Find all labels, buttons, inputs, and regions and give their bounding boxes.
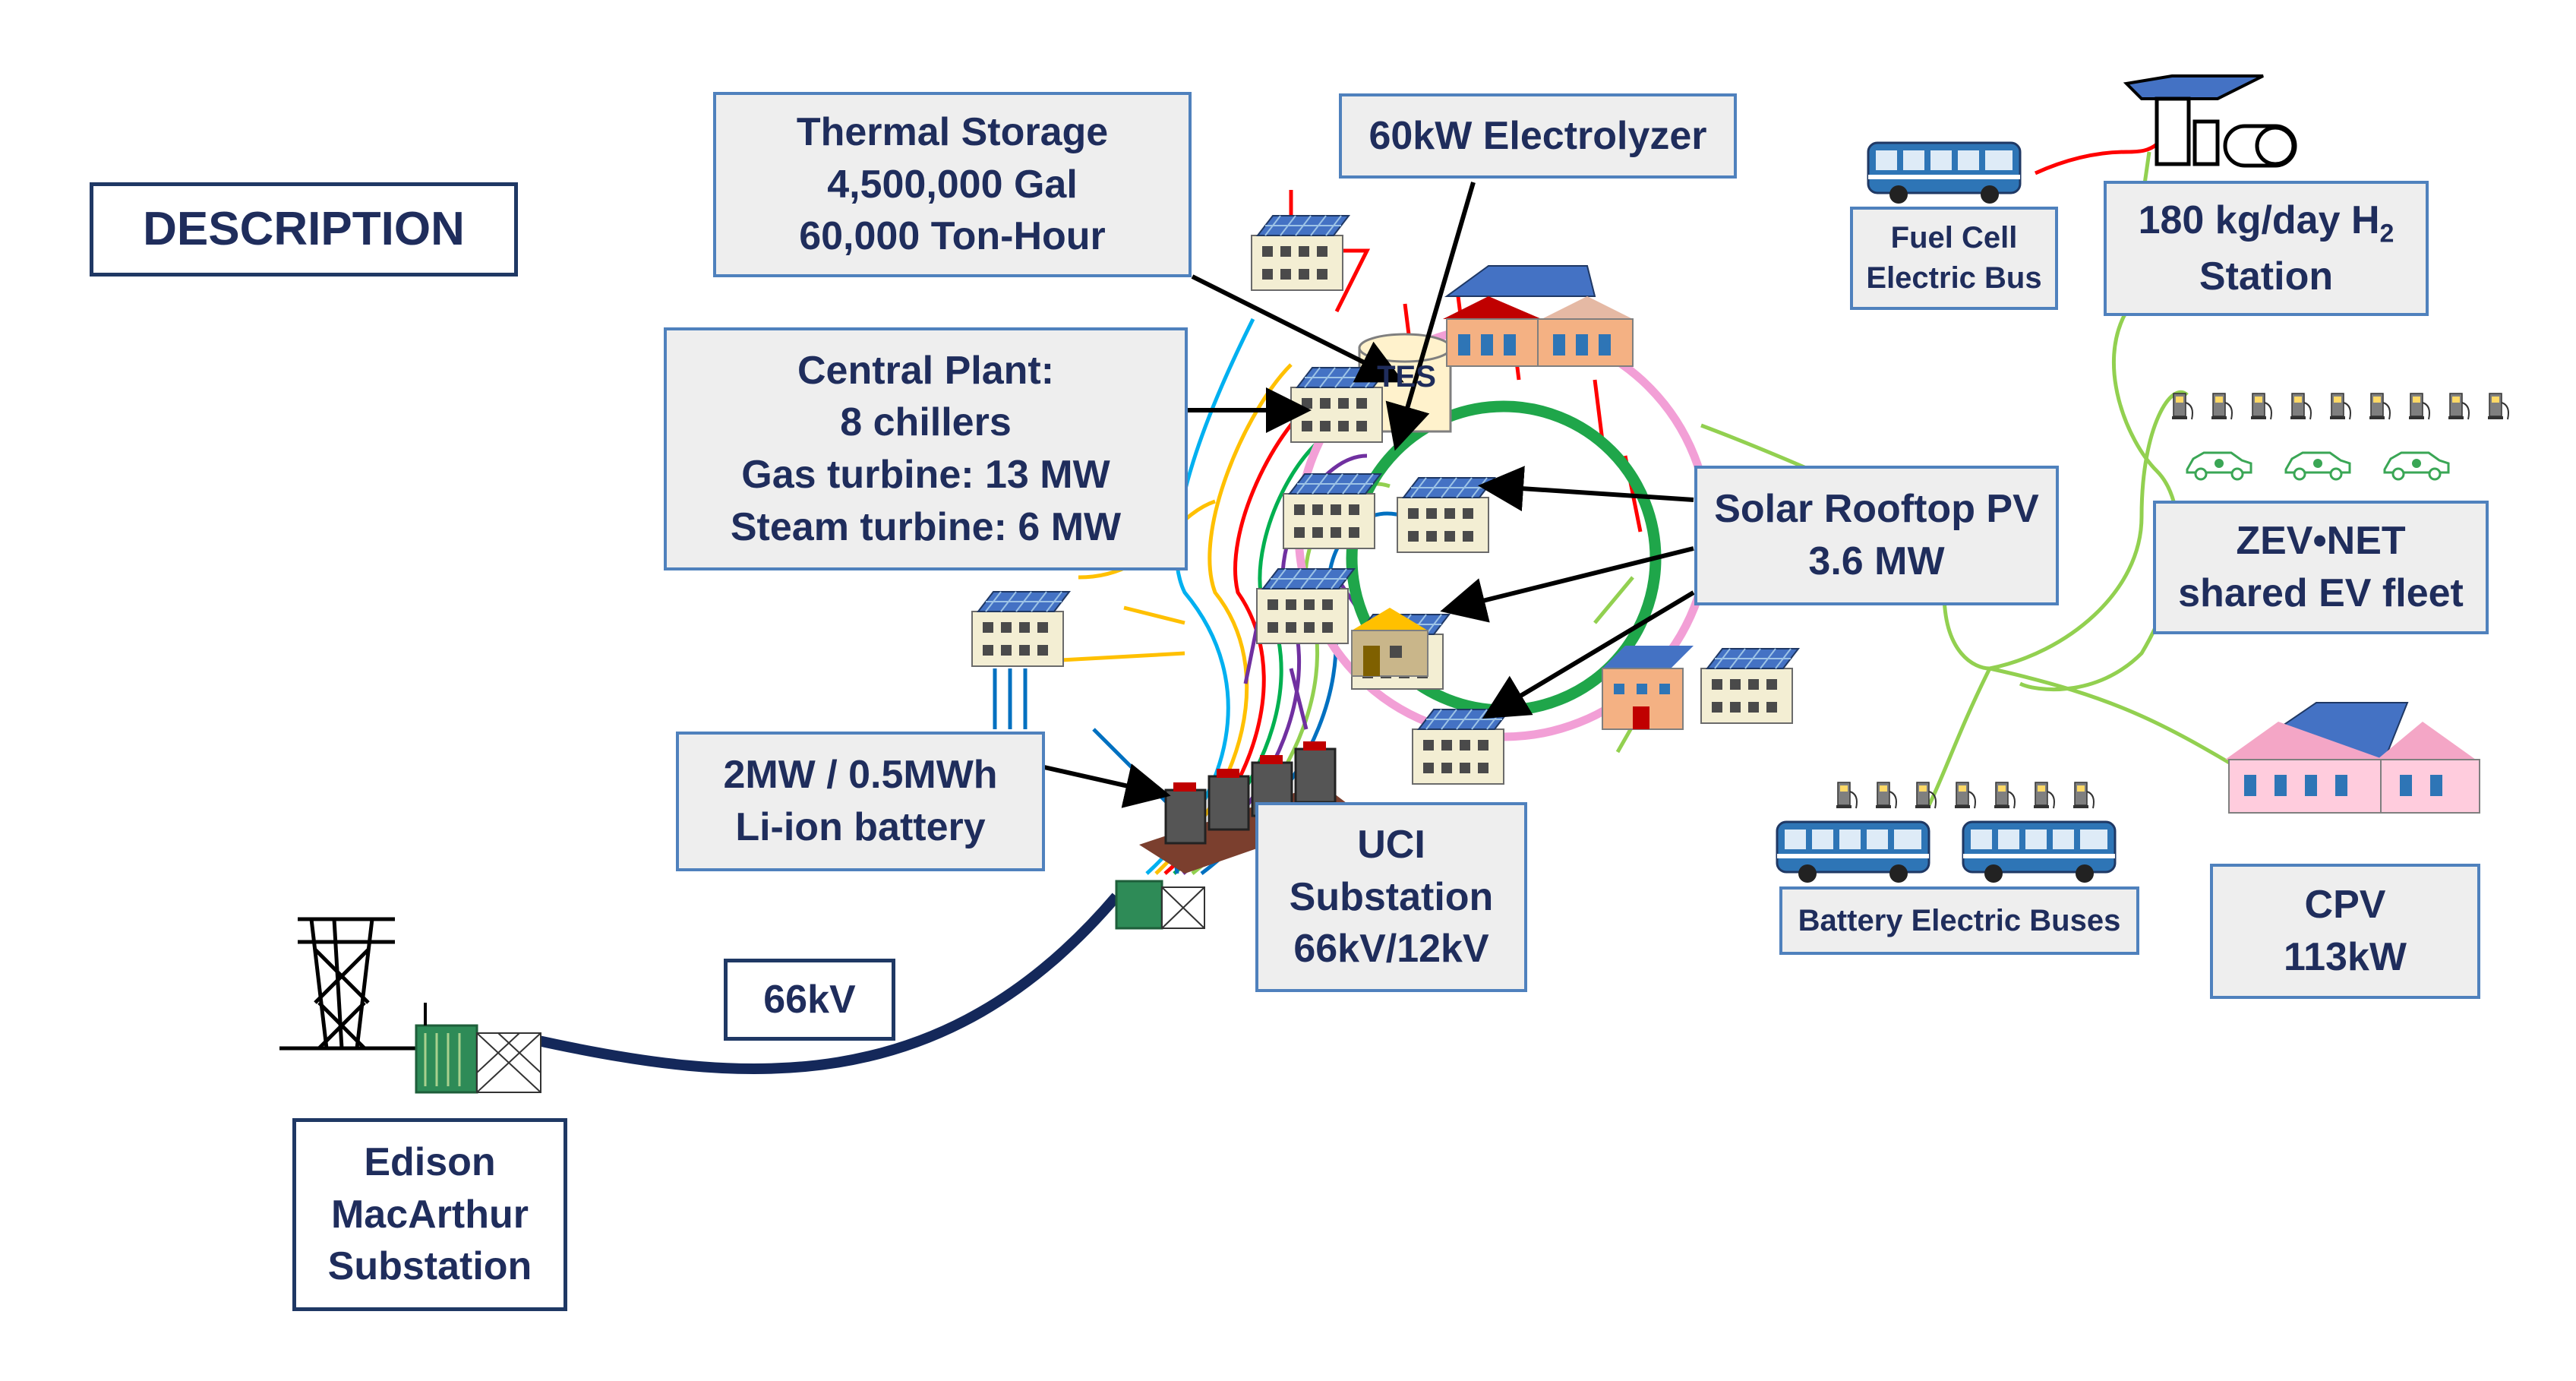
charger-row-bus bbox=[1836, 782, 2095, 809]
fuel-cell-bus-icon bbox=[1867, 141, 2022, 205]
central-plant-gas-turbine: Gas turbine: 13 MW bbox=[741, 453, 1110, 497]
cpv-capacity: 113kW bbox=[2284, 935, 2407, 979]
66kv-text: 66kV bbox=[763, 977, 856, 1022]
uci-substation-word: Substation bbox=[1289, 874, 1494, 919]
zevnet-name: ZEV•NET bbox=[2236, 519, 2406, 564]
battery-type: Li-ion battery bbox=[735, 805, 986, 849]
h2-station-capacity: 180 kg/day H2 bbox=[2139, 194, 2394, 251]
battery-buses-text: Battery Electric Buses bbox=[1798, 903, 2121, 937]
electric-car-icon bbox=[2186, 451, 2252, 481]
fuel-cell-bus-label: Fuel Cell Electric Bus bbox=[1850, 207, 2058, 310]
electric-car-icon bbox=[2383, 451, 2450, 481]
house-icon bbox=[1351, 608, 1428, 677]
edison-name: Edison bbox=[364, 1140, 496, 1185]
house-icon bbox=[1443, 265, 1634, 367]
charger-row-ev bbox=[2171, 393, 2509, 420]
central-plant-chillers: 8 chillers bbox=[840, 400, 1012, 445]
h2-station-label: 180 kg/day H2 Station bbox=[2104, 181, 2429, 316]
electrolyzer-text: 60kW Electrolyzer bbox=[1368, 113, 1707, 158]
transformer-icon bbox=[415, 1003, 541, 1094]
fuel-cell-bus-line1: Fuel Cell bbox=[1890, 221, 2018, 255]
66kv-line bbox=[530, 893, 1121, 1075]
solar-building-icon bbox=[1700, 648, 1799, 724]
callout-arrows bbox=[1043, 182, 1695, 808]
h2-station-word: Station bbox=[2199, 254, 2334, 299]
tes-label: TES bbox=[1364, 356, 1449, 398]
thermal-storage-label: Thermal Storage 4,500,000 Gal 60,000 Ton… bbox=[713, 92, 1192, 277]
cpv-title: CPV bbox=[2304, 883, 2386, 928]
solar-building-icon bbox=[1256, 568, 1355, 644]
transmission-tower-icon bbox=[279, 917, 425, 1051]
edison-substation: Substation bbox=[327, 1244, 532, 1289]
edison-substation-label: Edison MacArthur Substation bbox=[292, 1118, 567, 1311]
uci-transformer-icon bbox=[1115, 880, 1205, 930]
battery-capacity: 2MW / 0.5MWh bbox=[723, 753, 998, 798]
solar-building-icon bbox=[1397, 477, 1495, 553]
cpv-building-icon bbox=[2225, 702, 2480, 814]
thermal-storage-volume: 4,500,000 Gal bbox=[827, 162, 1078, 207]
solar-building-icon bbox=[1412, 709, 1511, 785]
h2-station-prefix: 180 kg/day H bbox=[2138, 198, 2380, 242]
central-plant-title: Central Plant: bbox=[797, 348, 1055, 393]
solar-pv-title: Solar Rooftop PV bbox=[1714, 487, 2039, 532]
solar-building-icon bbox=[971, 591, 1070, 667]
battery-buses-label: Battery Electric Buses bbox=[1779, 886, 2139, 955]
thermal-storage-title: Thermal Storage bbox=[796, 110, 1109, 155]
house-icon bbox=[1602, 646, 1694, 730]
zevnet-desc: shared EV fleet bbox=[2178, 571, 2464, 615]
cpv-label: CPV 113kW bbox=[2210, 864, 2480, 999]
uci-substation-label: UCI Substation 66kV/12kV bbox=[1255, 802, 1527, 992]
zevnet-label: ZEV•NET shared EV fleet bbox=[2153, 501, 2489, 634]
h2-subscript: 2 bbox=[2379, 218, 2394, 248]
solar-pv-label: Solar Rooftop PV 3.6 MW bbox=[1694, 466, 2059, 605]
66kv-label: 66kV bbox=[724, 959, 895, 1041]
description-label: DESCRIPTION bbox=[90, 182, 518, 277]
fuel-cell-bus-line2: Electric Bus bbox=[1866, 261, 2042, 295]
battery-label: 2MW / 0.5MWh Li-ion battery bbox=[676, 732, 1045, 871]
electric-car-icon bbox=[2284, 451, 2351, 481]
bus-icon bbox=[1776, 820, 1930, 884]
central-plant-steam-turbine: Steam turbine: 6 MW bbox=[730, 504, 1122, 549]
edison-macarthur: MacArthur bbox=[330, 1192, 529, 1237]
solar-building-icon bbox=[1251, 215, 1350, 291]
tes-text: TES bbox=[1377, 359, 1436, 393]
description-text: DESCRIPTION bbox=[143, 203, 465, 256]
thermal-storage-capacity: 60,000 Ton-Hour bbox=[799, 214, 1106, 259]
solar-pv-capacity: 3.6 MW bbox=[1808, 539, 1945, 583]
uci-substation-name: UCI bbox=[1357, 823, 1425, 867]
electrolyzer-label: 60kW Electrolyzer bbox=[1339, 93, 1737, 179]
uci-substation-voltage: 66kV/12kV bbox=[1293, 927, 1489, 972]
bus-icon bbox=[1962, 820, 2117, 884]
hydrogen-station-icon bbox=[2123, 74, 2297, 168]
central-plant-label: Central Plant: 8 chillers Gas turbine: 1… bbox=[664, 327, 1188, 570]
solar-building-icon bbox=[1283, 473, 1381, 549]
